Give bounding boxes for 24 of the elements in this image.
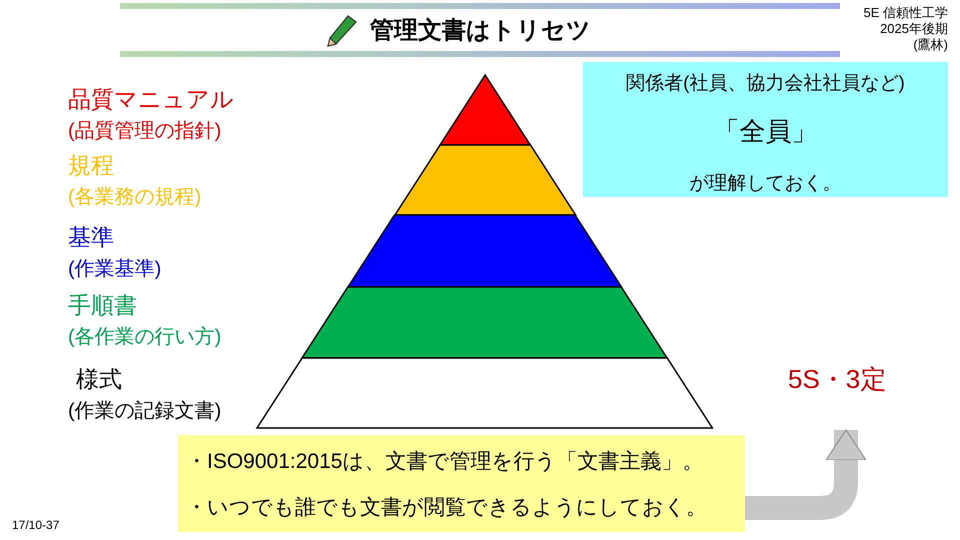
layer-name: 手順書 xyxy=(68,291,137,320)
header-text: 5E 信頼性工学 xyxy=(863,4,948,22)
u-turn-arrow xyxy=(745,430,866,520)
page-number: 17/10-37 xyxy=(12,518,60,532)
layer-description: (作業の記録文書) xyxy=(68,399,222,424)
bullet-text: ・ISO9001:2015は、文書で管理を行う「文書主義」。 xyxy=(186,449,704,475)
title-text: 管理文書はトリセツ xyxy=(370,16,591,46)
layer-description: (作業基準) xyxy=(68,257,162,282)
bullet-text: ・いつでも誰でも文書が閲覧できるようにしておく。 xyxy=(186,495,707,521)
layer-description: (各作業の行い方) xyxy=(68,325,222,350)
note-box xyxy=(583,62,948,197)
note-box xyxy=(178,435,745,532)
note-text: が理解しておく。 xyxy=(688,172,842,196)
layer-name: 基準 xyxy=(68,223,114,252)
layer-description: (品質管理の指針) xyxy=(68,119,222,144)
layer-description: (各業務の規程) xyxy=(68,185,202,210)
emphasis-text: 「全員」 xyxy=(712,115,818,148)
layer-name: 規程 xyxy=(68,151,114,180)
layer-name: 様式 xyxy=(76,365,122,394)
layer-name: 品質マニュアル xyxy=(68,85,234,114)
header-text: 2025年後期 xyxy=(880,20,948,38)
note-text: 関係者(社員、協力会社社員など) xyxy=(625,72,906,96)
header-text: (鷹林) xyxy=(913,36,948,54)
callout-text: 5S・3定 xyxy=(788,363,886,396)
